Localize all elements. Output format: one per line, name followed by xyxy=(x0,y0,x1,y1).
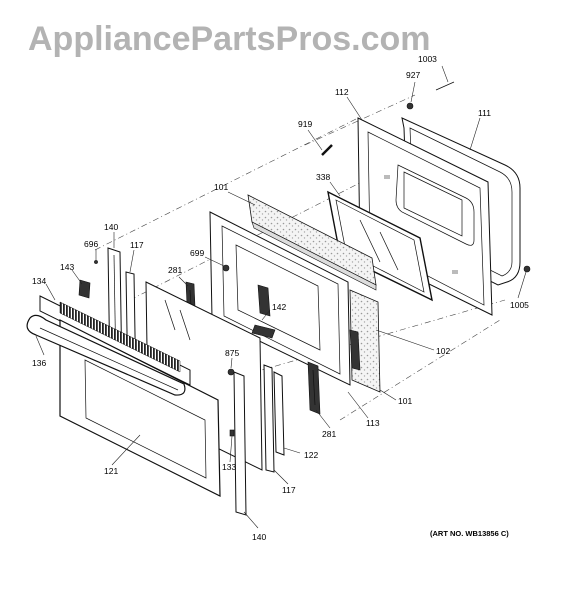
part-143-bracket xyxy=(78,279,91,299)
callout-699: 699 xyxy=(190,248,204,258)
callouts: 1003 927 112 111 919 338 101 699 140 117… xyxy=(32,54,529,542)
callout-143: 143 xyxy=(60,262,74,272)
part-696-screw xyxy=(94,260,98,264)
part-134-vent-trim xyxy=(39,295,191,386)
part-136-door-handle xyxy=(26,314,186,396)
callout-113: 113 xyxy=(366,418,380,428)
art-number: (ART NO. WB13856 C) xyxy=(430,529,509,538)
callout-696: 696 xyxy=(84,239,98,249)
part-121-outer-door-panel xyxy=(59,319,221,497)
part-112-inner-door-frame xyxy=(357,81,493,316)
part-875-clip xyxy=(227,368,235,376)
callout-101-front: 101 xyxy=(398,396,412,406)
callout-1005: 1005 xyxy=(510,300,529,310)
part-281-hinge-right xyxy=(307,361,321,415)
callout-133: 133 xyxy=(222,462,236,472)
callout-281-top: 281 xyxy=(168,265,182,275)
callout-134: 134 xyxy=(32,276,46,286)
callout-102: 102 xyxy=(436,346,450,356)
callout-140-right: 140 xyxy=(252,532,266,542)
callout-101-rear: 101 xyxy=(214,182,228,192)
part-1005-clip xyxy=(523,265,531,273)
part-919-pin xyxy=(321,144,333,156)
callout-875: 875 xyxy=(225,348,239,358)
part-117-side-trim-right xyxy=(263,364,275,473)
part-281-hinge-mid xyxy=(257,284,361,371)
callout-927: 927 xyxy=(406,70,420,80)
callout-142: 142 xyxy=(272,302,286,312)
watermark: AppliancePartsPros.com xyxy=(28,20,430,58)
leader-lines xyxy=(35,65,527,529)
callout-140-left: 140 xyxy=(104,222,118,232)
callout-338: 338 xyxy=(316,172,330,182)
part-101-insulation-rear xyxy=(247,194,377,291)
part-142-door-liner xyxy=(209,211,351,386)
callout-1003: 1003 xyxy=(418,54,437,64)
part-699-screw xyxy=(222,264,230,272)
callout-919: 919 xyxy=(298,119,312,129)
callout-112: 112 xyxy=(335,87,349,97)
part-1003-screw xyxy=(435,81,455,91)
callout-136: 136 xyxy=(32,358,46,368)
callout-111: 111 xyxy=(478,108,491,118)
callout-122: 122 xyxy=(304,450,318,460)
part-133-side-strip xyxy=(229,371,247,516)
callout-117-left: 117 xyxy=(130,240,144,250)
callout-281-bottom: 281 xyxy=(322,429,336,439)
callout-117-right: 117 xyxy=(282,485,296,495)
part-338-window-glass xyxy=(327,190,433,302)
part-927-washer xyxy=(406,102,414,110)
part-122-side-trim xyxy=(273,371,285,456)
callout-121: 121 xyxy=(104,466,118,476)
